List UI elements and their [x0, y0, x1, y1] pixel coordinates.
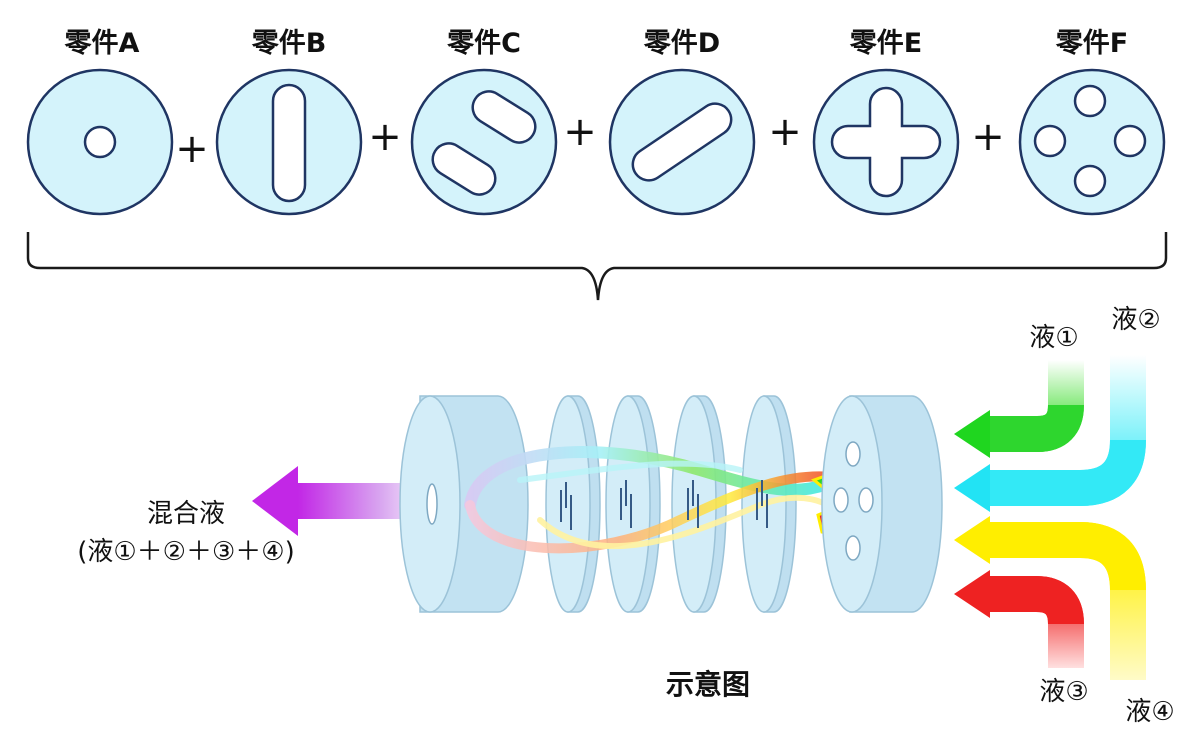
part-f-disk	[1018, 68, 1166, 216]
single-center-hole-icon	[83, 125, 117, 159]
liquid-2-arrow	[954, 355, 1146, 512]
four-holes-icon	[1033, 84, 1147, 198]
liquid-1-arrow	[954, 360, 1084, 458]
part-f: 零件F	[1018, 28, 1166, 216]
part-b: 零件B	[215, 28, 363, 216]
part-d-label: 零件D	[643, 28, 720, 59]
grouping-brace	[26, 232, 1168, 301]
part-f-label: 零件F	[1055, 28, 1128, 59]
output-formula: (液①＋②＋③＋④)	[77, 537, 295, 567]
part-d: 零件D	[608, 28, 756, 216]
part-e-label: 零件E	[849, 28, 922, 59]
left-cylinder	[399, 395, 529, 613]
plus-sign-1: +	[175, 126, 209, 172]
part-a: 零件A	[26, 28, 174, 216]
liquid-4-arrow	[954, 516, 1146, 680]
liquid-2-label: 液②	[1111, 305, 1160, 335]
cross-slot-icon	[830, 86, 942, 198]
plus-sign-5: +	[971, 114, 1005, 160]
thin-disk-2	[605, 395, 661, 613]
liquid-3-label: 液③	[1039, 677, 1088, 707]
thin-disk-1	[545, 395, 601, 613]
assembly	[252, 355, 1146, 680]
two-diagonal-slots-icon	[431, 90, 537, 196]
parts-row: 零件A + 零件B + 零件C + 零件D +	[26, 28, 1166, 216]
liquid-1-label: 液①	[1029, 323, 1078, 353]
vertical-slot-icon	[271, 83, 307, 203]
part-a-label: 零件A	[64, 28, 140, 59]
part-e: 零件E	[812, 28, 960, 216]
part-c: 零件C	[410, 28, 558, 216]
plus-sign-4: +	[768, 109, 802, 155]
part-b-label: 零件B	[251, 28, 327, 59]
part-c-label: 零件C	[446, 28, 521, 59]
plus-sign-2: +	[368, 114, 402, 160]
output-label: 混合液	[147, 499, 225, 529]
right-cylinder	[821, 395, 943, 613]
plus-sign-3: +	[563, 109, 597, 155]
liquid-3-arrow	[954, 570, 1084, 668]
diagonal-slot-icon	[631, 102, 733, 182]
diagram-caption: 示意图	[666, 668, 750, 701]
liquid-4-label: 液④	[1125, 697, 1174, 727]
